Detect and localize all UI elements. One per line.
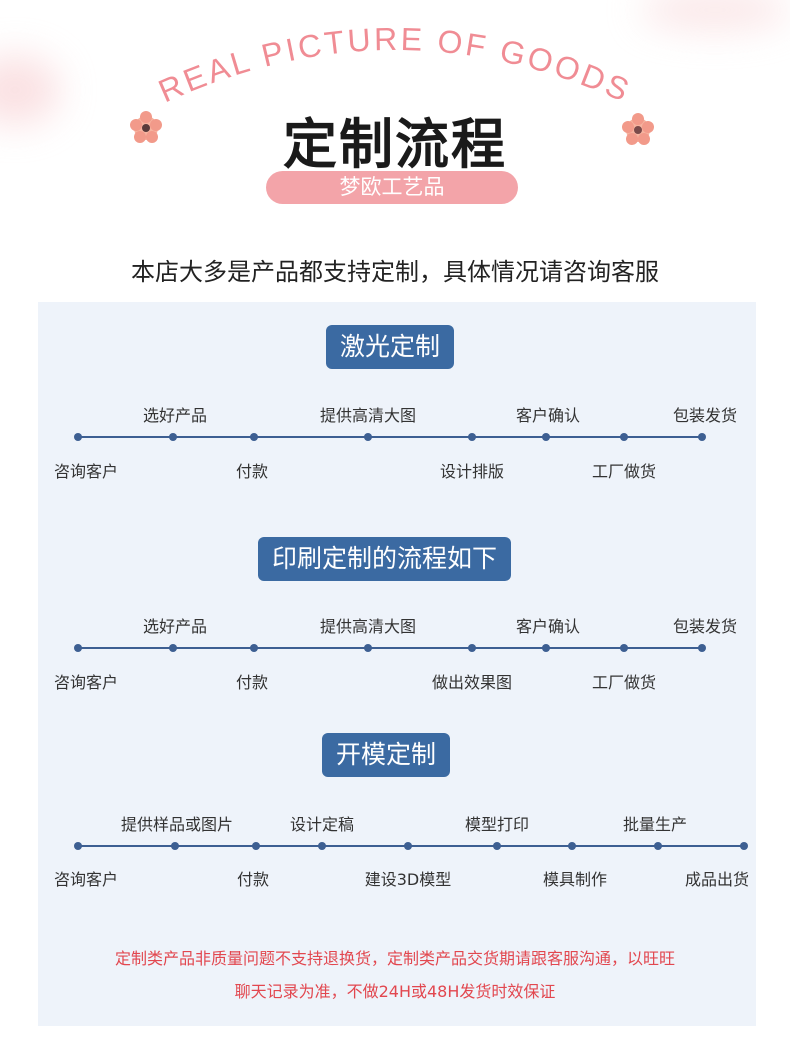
step-bottom: 咨询客户 [54, 462, 119, 481]
step-top: 选好产品 [142, 617, 208, 636]
timeline-dot [74, 842, 82, 850]
step-bottom: 设计排版 [439, 462, 505, 481]
timeline-dot [698, 433, 706, 441]
timeline-dot [74, 644, 82, 652]
timeline-dot [654, 842, 662, 850]
timeline-dot [568, 842, 576, 850]
step-top: 提供高清大图 [319, 617, 417, 636]
section-label-laser: 激光定制 [326, 325, 455, 369]
notice-line-2: 聊天记录为准，不做24H或48H发货时效保证 [234, 982, 556, 1001]
step-top: 选好产品 [142, 406, 208, 425]
arc-text: REAL PICTURE OF GOODS [153, 21, 634, 109]
timeline-dot [468, 644, 476, 652]
timeline-dot [620, 433, 628, 441]
page-title: 定制流程 [283, 113, 507, 176]
timeline-dot [364, 644, 372, 652]
step-bottom: 咨询客户 [54, 870, 119, 889]
timeline-dot [169, 433, 177, 441]
brand-pill: 梦欧工艺品 [266, 171, 518, 204]
step-bottom: 做出效果图 [431, 673, 513, 692]
step-top: 提供高清大图 [319, 406, 417, 425]
step-top: 提供样品或图片 [120, 815, 234, 834]
step-bottom: 工厂做货 [591, 462, 657, 481]
step-bottom: 付款 [235, 673, 269, 692]
timeline-line [78, 647, 702, 649]
process-panel [38, 302, 756, 1026]
timeline-dot [318, 842, 326, 850]
step-bottom: 成品出货 [684, 870, 749, 889]
step-top: 设计定稿 [289, 815, 355, 834]
timeline-line [78, 436, 702, 438]
timeline-dot [740, 842, 748, 850]
step-top: 批量生产 [622, 815, 688, 834]
step-top: 客户确认 [515, 406, 581, 425]
timeline-dot [404, 842, 412, 850]
intro-text: 本店大多是产品都支持定制，具体情况请咨询客服 [131, 258, 659, 286]
timeline-dot [493, 842, 501, 850]
notice-line-1: 定制类产品非质量问题不支持退换货，定制类产品交货期请跟客服沟通，以旺旺 [114, 949, 675, 968]
step-bottom: 付款 [236, 870, 270, 889]
step-top: 模型打印 [464, 815, 530, 834]
timeline-dot [542, 644, 550, 652]
timeline-dot [252, 842, 260, 850]
timeline-dot [169, 644, 177, 652]
section-label-mold: 开模定制 [322, 733, 451, 777]
timeline-dot [171, 842, 179, 850]
timeline-dot [364, 433, 372, 441]
section-label-print: 印刷定制的流程如下 [258, 537, 512, 581]
timeline-dot [698, 644, 706, 652]
step-bottom: 付款 [235, 462, 269, 481]
timeline-dot [250, 433, 258, 441]
step-top: 包装发货 [672, 617, 737, 636]
step-bottom: 模具制作 [542, 870, 608, 889]
step-bottom: 工厂做货 [591, 673, 657, 692]
step-bottom: 咨询客户 [54, 673, 119, 692]
step-bottom: 建设3D模型 [364, 870, 452, 889]
timeline-dot [74, 433, 82, 441]
timeline-dot [620, 644, 628, 652]
svg-text:REAL PICTURE OF GOODS: REAL PICTURE OF GOODS [153, 21, 637, 109]
step-top: 客户确认 [515, 617, 581, 636]
step-top: 包装发货 [672, 406, 737, 425]
flower-icon [130, 111, 162, 143]
timeline-dot [542, 433, 550, 441]
timeline-dot [250, 644, 258, 652]
timeline-dot [468, 433, 476, 441]
arc-heading: REAL PICTURE OF GOODS [130, 21, 654, 145]
flower-icon [622, 113, 654, 145]
